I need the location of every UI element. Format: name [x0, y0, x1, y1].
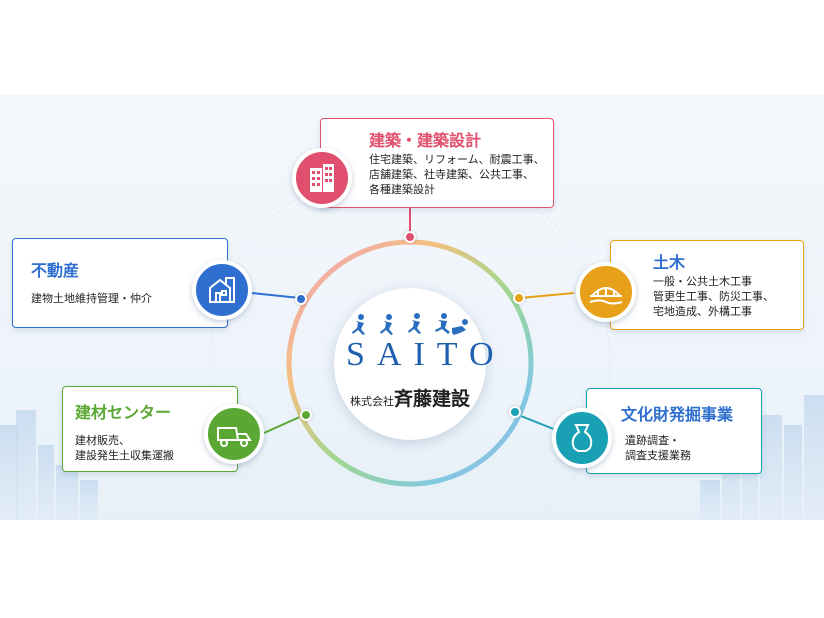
bridge-icon — [576, 262, 636, 322]
center-logo-circle: SAITO 株式会社斉藤建設 — [334, 288, 506, 440]
house-icon — [192, 260, 252, 320]
company-name: 株式会社斉藤建設 — [334, 384, 486, 411]
city-skyline-right — [700, 395, 824, 520]
service-title: 不動産 — [31, 261, 80, 280]
service-description: 遺跡調査・ 調査支援業務 — [625, 434, 691, 462]
service-description: 一般・公共土木工事 管更生工事、防災工事、 宅地造成、外構工事 — [653, 275, 774, 318]
logo-wordmark: SAITO — [346, 336, 506, 373]
building-icon — [292, 148, 352, 208]
connector-dot-architecture — [404, 231, 416, 243]
service-title: 建材センター — [75, 403, 172, 422]
city-skyline-left — [0, 410, 98, 520]
company-name-main: 斉藤建設 — [393, 388, 470, 410]
connector-dot-real-estate — [295, 293, 307, 305]
running-figures-icon — [352, 313, 468, 335]
connector-dot-cultural-excavation — [509, 406, 521, 418]
service-card-civil-engineering: 土木 一般・公共土木工事 管更生工事、防災工事、 宅地造成、外構工事 — [610, 240, 804, 330]
service-card-architecture: 建築・建築設計 住宅建築、リフォーム、耐震工事、 店舗建築、社寺建築、公共工事、… — [320, 118, 554, 208]
service-description: 建物土地維持管理・仲介 — [31, 292, 152, 305]
connector-dot-civil-engineering — [513, 292, 525, 304]
service-description: 住宅建築、リフォーム、耐震工事、 店舗建築、社寺建築、公共工事、 各種建築設計 — [369, 153, 545, 196]
service-title: 文化財発掘事業 — [621, 405, 734, 424]
vase-icon — [552, 408, 612, 468]
service-title: 建築・建築設計 — [369, 131, 482, 150]
service-description: 建材販売、 建設発生土収集運搬 — [75, 434, 174, 462]
connector-dot-building-materials — [300, 409, 312, 421]
company-prefix: 株式会社 — [349, 395, 394, 408]
service-card-cultural-excavation: 文化財発掘事業 遺跡調査・ 調査支援業務 — [586, 388, 762, 474]
service-title: 土木 — [653, 253, 686, 272]
dump-truck-icon — [204, 404, 264, 464]
